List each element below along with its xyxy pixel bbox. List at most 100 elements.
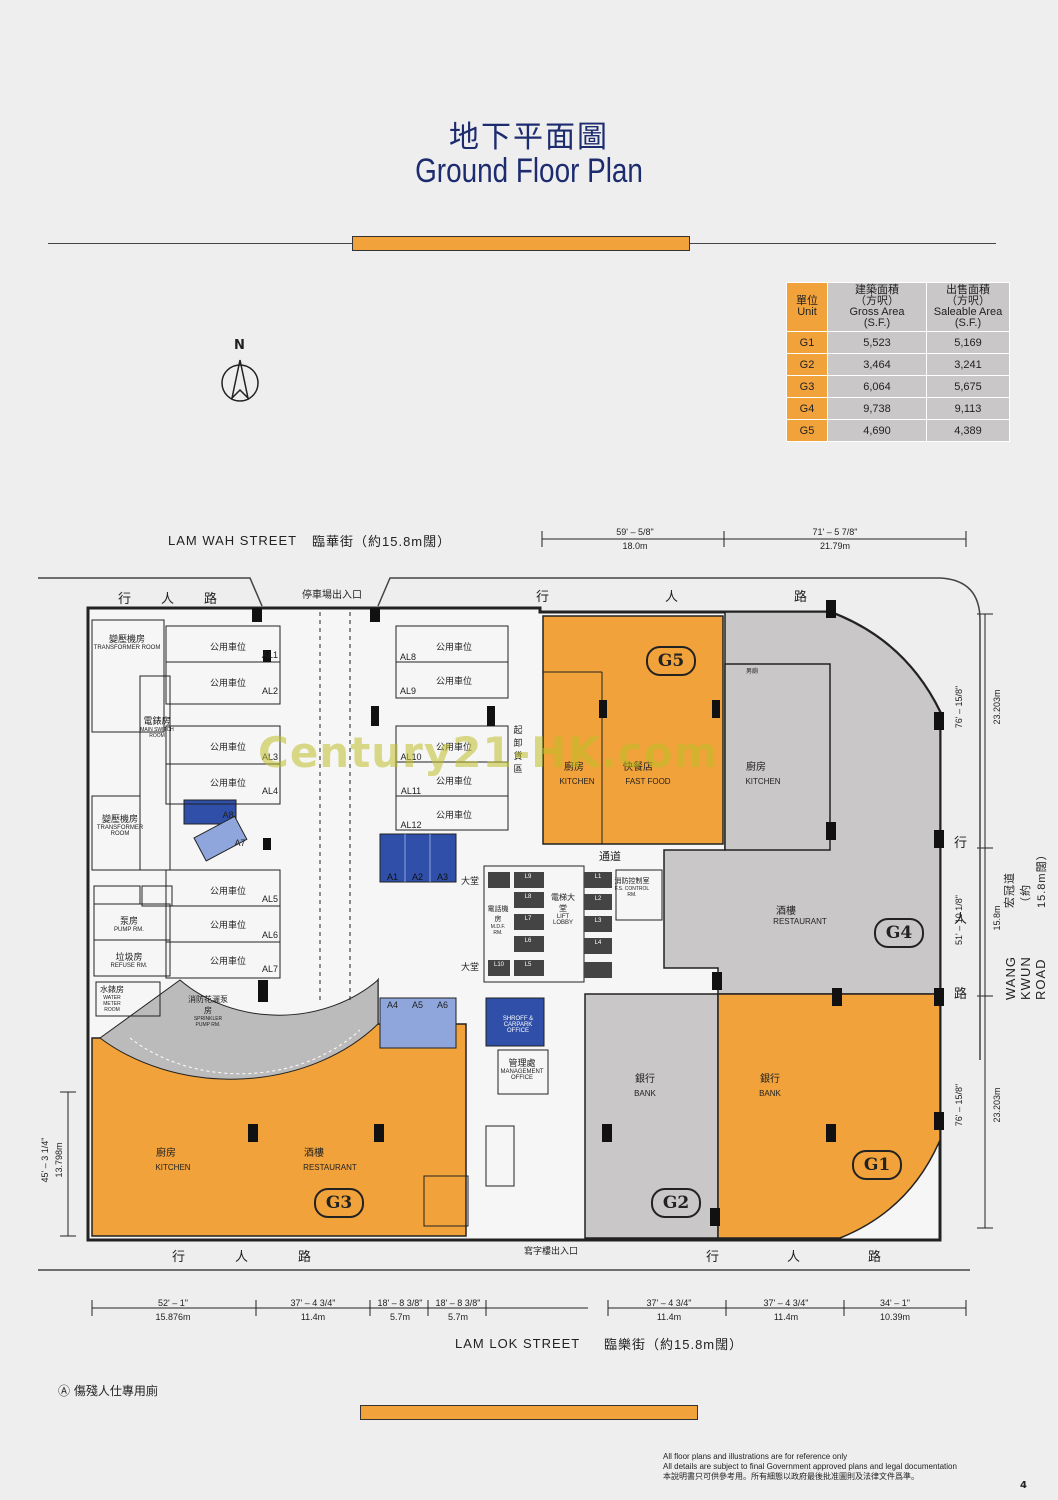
unit-label: 廚房	[156, 1146, 176, 1159]
bottom-dimension-line	[91, 1300, 967, 1316]
unit-label: 廚房	[746, 760, 766, 773]
dim-label: 15.876m	[155, 1312, 191, 1322]
lift-id: L8	[524, 894, 532, 900]
ramp	[99, 978, 379, 1080]
lift-id: L6	[524, 938, 532, 944]
carpark-entrance-label: 停車場出入口	[302, 590, 362, 601]
compass-label: N	[234, 338, 245, 353]
parking-space-label: 公用車位	[435, 810, 472, 820]
shroff-office-label: SHROFF & CARPARK OFFICE	[502, 1016, 534, 1034]
top-accent-bar	[352, 236, 690, 251]
street-south-zh: 臨樂街（約15.8m闊）	[604, 1337, 744, 1352]
parking-space-label: 公用車位	[435, 776, 472, 786]
parking-id: AL8	[399, 652, 416, 662]
parking-id: A7	[234, 838, 246, 848]
legend-text: 傷殘人仕專用廁	[73, 1384, 158, 1398]
passage-label: 通道	[599, 851, 621, 863]
parking-id: AL4	[261, 786, 278, 796]
lift-id: L5	[524, 962, 532, 968]
unit-badge-g4: G4	[874, 918, 924, 948]
parking-space-label: 公用車位	[209, 742, 246, 752]
dim-label: 18.0m	[622, 541, 648, 551]
dim-label: 34' – 1"	[880, 1298, 910, 1308]
parking-id: AL7	[261, 964, 278, 974]
unit-label: KITCHEN	[155, 1163, 190, 1172]
dim-label: 11.4m	[656, 1312, 682, 1322]
unit-label: 銀行	[635, 1072, 655, 1085]
watermark: Century21-HK.com	[258, 728, 719, 777]
parking-id: AL9	[399, 686, 416, 696]
unit-badge-g3: G3	[314, 1188, 364, 1218]
parking-space-label: 公用車位	[435, 742, 472, 752]
street-north: LAM WAH STREET	[168, 533, 298, 548]
street-south: LAM LOK STREET	[455, 1336, 581, 1351]
dim-label: 71' – 5 7/8"	[812, 527, 858, 537]
unit-badge-g2: G2	[651, 1188, 701, 1218]
dim-label: 37' – 4 3/4"	[763, 1298, 809, 1308]
dim-label: 10.39m	[879, 1312, 911, 1322]
unit-badge-g5: G5	[646, 646, 696, 676]
parking-id: A6	[436, 1000, 448, 1010]
dim-label: 11.4m	[773, 1312, 799, 1322]
header-gross: 建築面積（方呎） Gross Area(S.F.)	[827, 282, 927, 332]
bottom-accent-bar	[360, 1405, 698, 1420]
lift-id: L9	[524, 874, 532, 880]
unit-label: BANK	[759, 1089, 781, 1098]
unit-label: 酒樓	[304, 1146, 324, 1159]
parking-id: AL12	[400, 820, 422, 830]
parking-space-label: 公用車位	[209, 778, 246, 788]
dim-label: 18' – 8 3/8"	[377, 1298, 423, 1308]
lift-id: L1	[594, 874, 602, 880]
parking-id: A2	[411, 872, 423, 882]
parking-id: AL11	[400, 786, 422, 796]
dim-label: 37' – 4 3/4"	[290, 1298, 336, 1308]
parking-id: A4	[386, 1000, 398, 1010]
unit-label: 快餐店	[623, 760, 653, 773]
unit-label: 銀行	[760, 1072, 780, 1085]
parking-id: AL1	[261, 650, 278, 660]
dim-label: 18' – 8 3/8"	[435, 1298, 481, 1308]
unit-label: FAST FOOD	[625, 777, 670, 786]
page-title: Ground Floor Plan	[415, 152, 643, 190]
pedestrian-label-ne: 行人路	[536, 589, 808, 604]
parking-id: A3	[436, 872, 448, 882]
dim-label: 5.7m	[447, 1312, 468, 1322]
unit-label: BANK	[634, 1089, 656, 1098]
dim-label: 21.79m	[819, 541, 851, 551]
pedestrian-label-sw: 行人路	[172, 1249, 312, 1264]
parking-id: AL2	[261, 686, 278, 696]
pedestrian-label-e: 行人路	[954, 835, 969, 1001]
dim-label: 52' – 1"	[158, 1298, 188, 1308]
north-arrow-icon	[221, 359, 259, 402]
disclaimer: All floor plans and illustrations are fo…	[663, 1452, 957, 1481]
parking-id: AL10	[400, 752, 422, 762]
unit-g1	[717, 993, 941, 1239]
street-north-zh: 臨華街（約15.8m闊）	[312, 534, 452, 549]
parking-space-label: 公用車位	[435, 642, 472, 652]
left-dimension-line	[60, 1091, 76, 1237]
parking-id: A8	[222, 810, 234, 820]
parking-id: A5	[411, 1000, 423, 1010]
accessible-toilet-icon: Ⓐ	[58, 1384, 71, 1398]
office-entrance-label: 寫字樓出入口	[523, 1246, 578, 1256]
lift-id: L10	[493, 962, 504, 968]
lift-id: L4	[594, 940, 602, 946]
dim-label: 59' – 5/8"	[616, 527, 654, 537]
parking-space-label: 公用車位	[435, 676, 472, 686]
page-title-chinese: 地下平面圖	[449, 120, 609, 155]
lobby-label: 大堂	[460, 876, 479, 886]
